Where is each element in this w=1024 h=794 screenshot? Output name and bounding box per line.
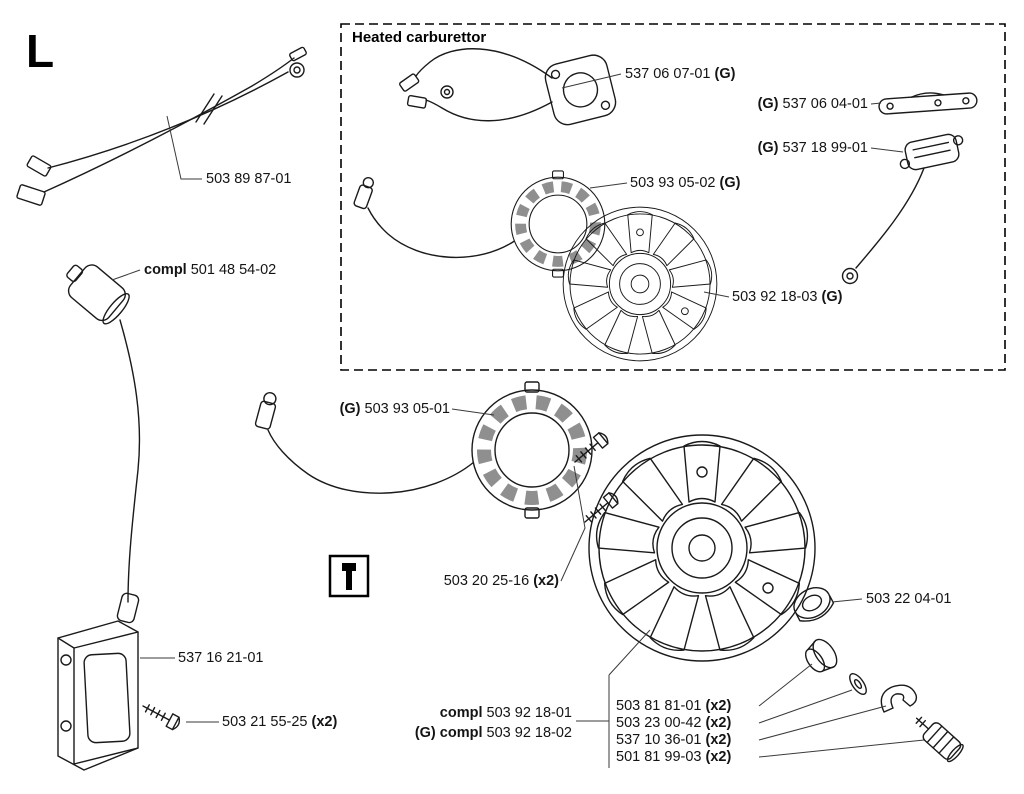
ignition-module-drawing <box>57 592 140 771</box>
flywheel-drawing <box>589 435 815 661</box>
part-number: 501 48 54-02 <box>190 262 277 278</box>
part-label-stator: (G) 503 93 05-01 <box>340 401 450 418</box>
label-suffix: (x2) <box>529 573 559 589</box>
stator-ring-g-drawing <box>353 171 604 277</box>
part-number: 503 81 81-01 <box>616 698 702 714</box>
part-label-flywheel-g: 503 92 18-03 (G) <box>732 289 842 306</box>
wiring-harness-drawing <box>16 46 307 206</box>
bolt-drawing <box>915 716 964 763</box>
part-label-bracket: (G) 537 06 04-01 <box>758 96 868 113</box>
part-label-thermostat: (G) 537 18 99-01 <box>758 140 868 157</box>
part-label-pawl: 537 10 36-01 (x2) <box>616 732 731 749</box>
part-number: 503 23 00-42 <box>616 715 702 731</box>
label-suffix: (x2) <box>701 749 732 765</box>
label-prefix: (G) <box>757 96 783 112</box>
part-number: 503 92 18-03 <box>732 289 818 305</box>
part-number: 503 89 87-01 <box>206 171 292 187</box>
label-prefix: (G) compl <box>414 725 487 741</box>
label-prefix: compl <box>439 705 487 721</box>
part-label-harness: 503 89 87-01 <box>206 171 291 188</box>
spark-plug-cap-drawing <box>66 264 141 603</box>
leader-lines <box>111 73 925 768</box>
carb-heater-drawing <box>399 48 617 126</box>
label-suffix: (G) <box>715 175 741 191</box>
part-number: 503 92 18-01 <box>486 705 572 721</box>
cup-washer-drawing <box>804 638 838 673</box>
tool-icon <box>328 554 370 598</box>
part-label-nut: 503 22 04-01 <box>866 591 951 608</box>
part-label-spark-cap: compl 501 48 54-02 <box>144 262 276 279</box>
label-suffix: (x2) <box>701 698 732 714</box>
module-screw-drawing <box>139 699 183 732</box>
label-suffix: (x2) <box>701 715 732 731</box>
label-suffix: (G) <box>710 66 736 82</box>
pawl-drawing <box>880 684 918 713</box>
inset-title: Heated carburettor <box>352 29 487 46</box>
part-number: 503 92 18-02 <box>486 725 572 741</box>
part-number: 537 18 99-01 <box>782 140 868 156</box>
label-prefix: compl <box>144 262 191 278</box>
part-label-module: 537 16 21-01 <box>178 650 263 667</box>
label-suffix: (x2) <box>307 714 338 730</box>
part-number: 501 81 99-03 <box>616 749 702 765</box>
flange-nut-drawing <box>793 587 835 622</box>
part-number: 503 93 05-02 <box>630 175 716 191</box>
part-number: 537 16 21-01 <box>178 650 264 666</box>
part-number: 503 93 05-01 <box>364 401 450 417</box>
part-label-module-screw: 503 21 55-25 (x2) <box>222 714 337 731</box>
part-label-washer2: 503 23 00-42 (x2) <box>616 715 731 732</box>
part-label-screws: 503 20 25-16 (x2) <box>444 573 559 590</box>
label-suffix: (x2) <box>701 732 732 748</box>
bracket-drawing <box>878 92 978 115</box>
part-label-flywheel-compl: compl 503 92 18-01 <box>440 705 572 722</box>
part-number: 503 21 55-25 <box>222 714 308 730</box>
label-suffix: (G) <box>817 289 843 305</box>
part-number: 503 20 25-16 <box>443 573 530 589</box>
thermostat-drawing <box>841 133 964 285</box>
label-prefix: (G) <box>757 140 783 156</box>
part-label-stator-g: 503 93 05-02 (G) <box>630 175 740 192</box>
part-label-bolt: 501 81 99-03 (x2) <box>616 749 731 766</box>
part-number: 537 06 07-01 <box>625 66 711 82</box>
part-number: 503 22 04-01 <box>866 591 952 607</box>
part-label-flywheel-compl-g: (G) compl 503 92 18-02 <box>415 725 572 742</box>
part-label-washer1: 503 81 81-01 (x2) <box>616 698 731 715</box>
label-prefix: (G) <box>339 401 365 417</box>
page-section-letter: L <box>26 25 55 77</box>
washer-drawing <box>849 672 867 696</box>
part-label-carb-heater: 537 06 07-01 (G) <box>625 66 735 83</box>
part-number: 537 06 04-01 <box>782 96 868 112</box>
stator-ring-drawing <box>254 382 592 518</box>
part-number: 537 10 36-01 <box>616 732 702 748</box>
